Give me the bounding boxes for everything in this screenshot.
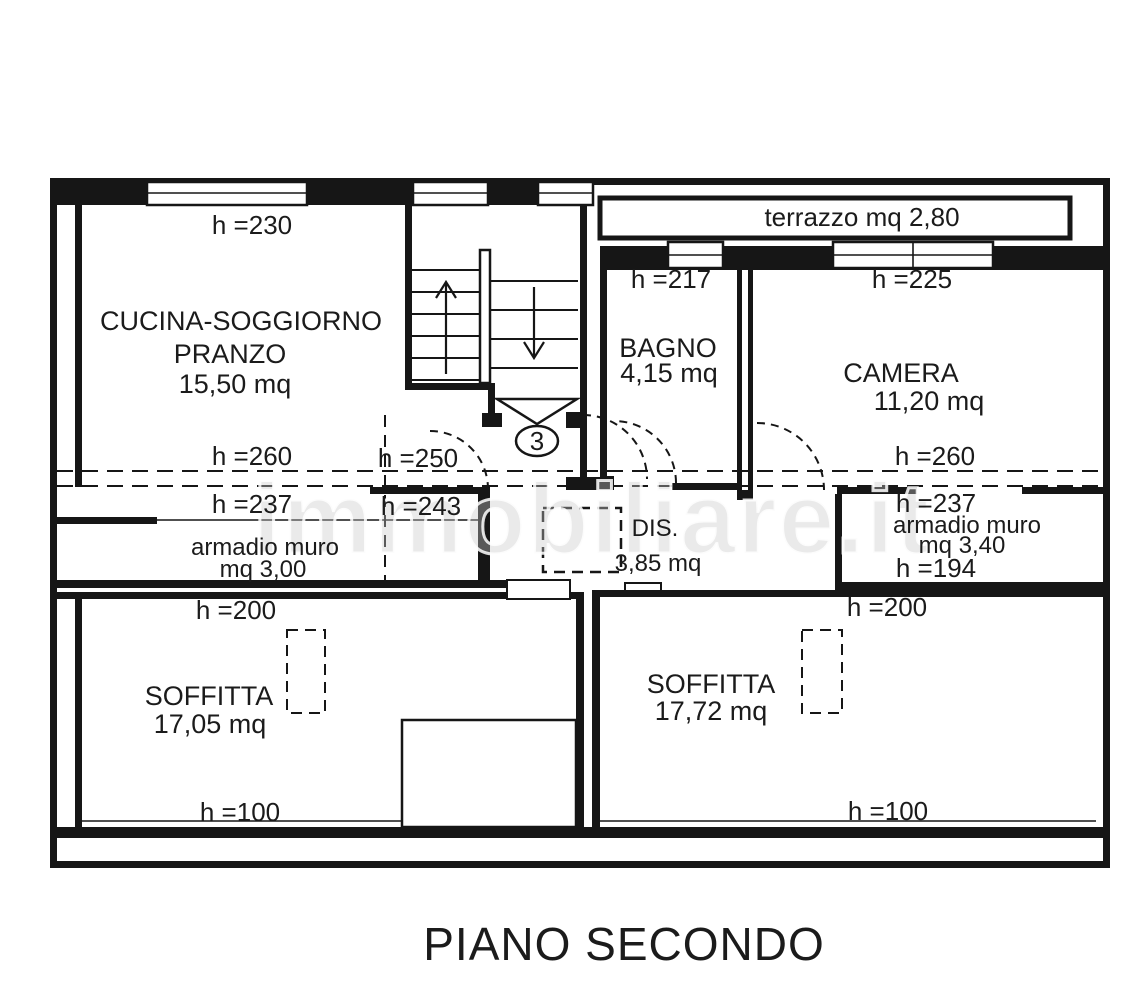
height-label-bedroom-ridge: h =260 (895, 441, 975, 471)
door-arc-kitchen (429, 430, 489, 490)
room-label-attic-left: SOFFITTA (145, 681, 274, 711)
height-label-attic-right-top: h =200 (847, 592, 927, 622)
attic-lowered-area (400, 718, 578, 829)
stair-landing-marker (492, 397, 582, 458)
chimney-left (286, 629, 326, 714)
room-label-bathroom: BAGNO (619, 333, 717, 363)
height-label-bedroom-top: h =225 (872, 264, 952, 294)
terrace-label: terrazzo mq 2,80 (764, 202, 959, 232)
north-wall-left (57, 180, 595, 207)
landing-triangle (492, 397, 582, 426)
room-label-kitchen-2: PRANZO (174, 339, 287, 369)
door-arc-bathroom (613, 420, 677, 484)
room-label-closet-right: armadio muro (893, 512, 1041, 539)
area-label-bedroom: 11,20 mq (874, 386, 985, 416)
stair-down-arrow (523, 287, 545, 361)
room-label-kitchen-1: CUCINA-SOGGIORNO (100, 306, 382, 336)
height-label-stair-low: h =243 (381, 491, 461, 521)
stair-rail (478, 248, 492, 385)
dashed-features (286, 506, 843, 714)
area-label-hallway: 3,85 mq (615, 550, 702, 577)
height-label-attic-left-top: h =200 (196, 595, 276, 625)
area-label-closet-right: mq 3,40 (919, 532, 1006, 559)
height-label-kitchen-top: h =230 (212, 210, 292, 240)
watermark: immobiliare.it (253, 463, 931, 575)
height-label-closet-right-min: h =194 (896, 553, 976, 583)
labels: h =230 CUCINA-SOGGIORNO PRANZO 15,50 mq … (100, 202, 1041, 827)
stair-number-text: 3 (530, 426, 544, 456)
floor-title: PIANO SECONDO (423, 918, 825, 970)
ridge-lines (57, 415, 1103, 590)
door-arc-bedroom (756, 422, 825, 491)
height-label-bathroom-top: h =217 (631, 264, 711, 294)
height-label-kitchen-ridge: h =260 (212, 441, 292, 471)
area-label-attic-right: 17,72 mq (655, 696, 768, 726)
area-label-bathroom: 4,15 mq (620, 358, 718, 388)
terrace-outline (597, 195, 1073, 241)
area-label-kitchen: 15,50 mq (179, 369, 292, 399)
area-label-attic-left: 17,05 mq (154, 709, 267, 739)
chimney-right (801, 629, 843, 714)
interior-walls (57, 205, 1103, 838)
stair-up-arrow (435, 279, 457, 374)
door-arcs (429, 414, 825, 491)
room-label-hallway: DIS. (632, 515, 679, 542)
north-wall-right (600, 240, 1103, 270)
height-label-closet-right-low: h =237 (896, 488, 976, 518)
room-label-bedroom: CAMERA (843, 358, 959, 388)
room-label-closet-left: armadio muro (191, 534, 339, 561)
door-arc-hallway (582, 414, 648, 480)
staircase (410, 248, 578, 385)
area-label-closet-left: mq 3,00 (220, 556, 307, 583)
stair-number-badge (514, 424, 560, 458)
height-label-attic-right-low: h =100 (848, 796, 928, 826)
height-label-kitchen-low: h =237 (212, 489, 292, 519)
hallway-skylight (541, 506, 623, 574)
height-label-attic-left-low: h =100 (200, 797, 280, 827)
room-label-attic-right: SOFFITTA (647, 669, 776, 699)
thresholds (506, 579, 662, 600)
height-label-stair-ridge: h =250 (378, 443, 458, 473)
